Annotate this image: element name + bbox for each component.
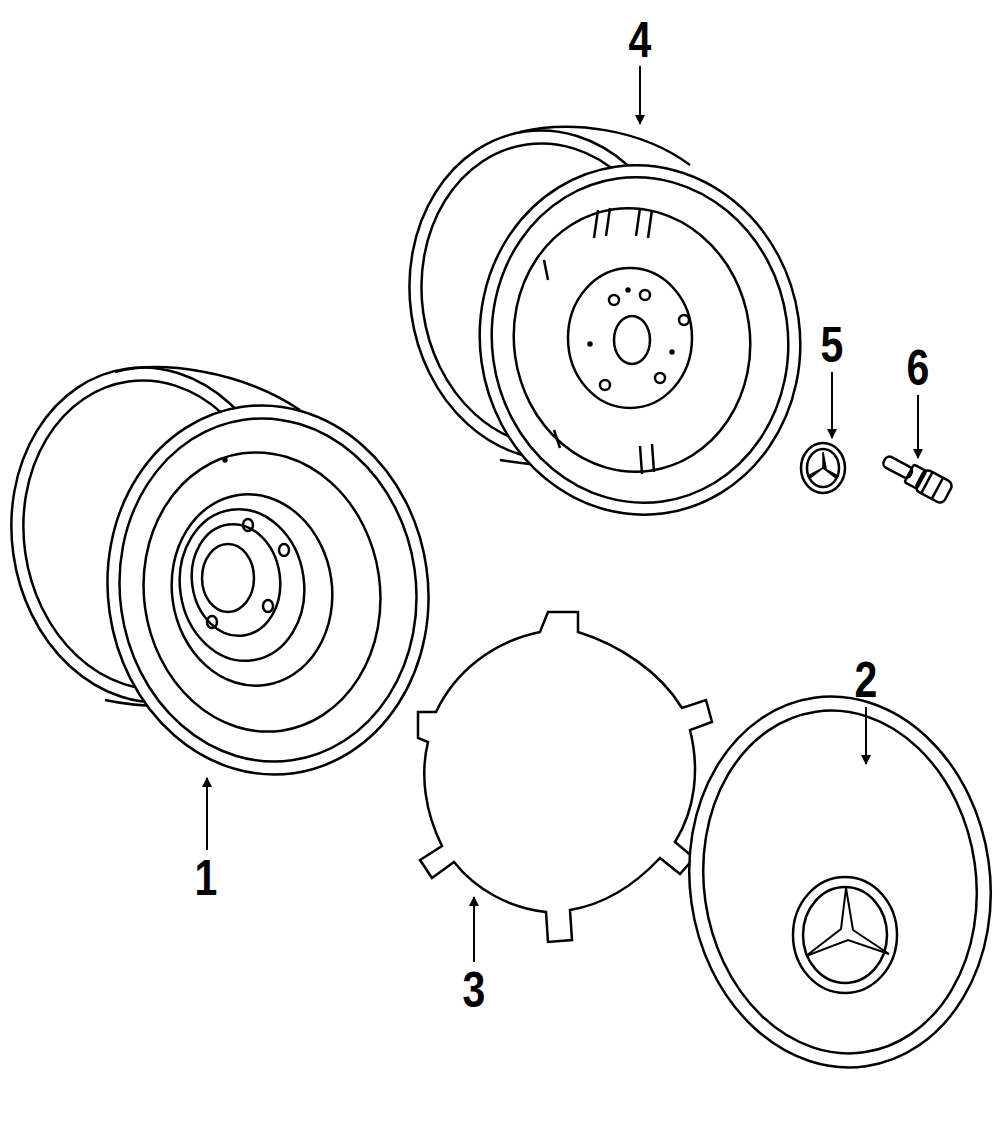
callout-number: 1 [195, 853, 218, 903]
hub-cap [666, 677, 1000, 1087]
alloy-wheel [388, 112, 822, 535]
callout-number: 6 [907, 343, 930, 393]
callout-number: 3 [463, 965, 486, 1015]
steel-wheel [0, 349, 452, 795]
center-cap [801, 443, 845, 493]
callout-number: 2 [855, 655, 878, 705]
callout-number: 5 [821, 320, 844, 370]
valve-stem [879, 450, 954, 505]
leader-line [207, 66, 918, 962]
retainer-plate [418, 612, 712, 942]
callout-number: 4 [629, 15, 652, 65]
